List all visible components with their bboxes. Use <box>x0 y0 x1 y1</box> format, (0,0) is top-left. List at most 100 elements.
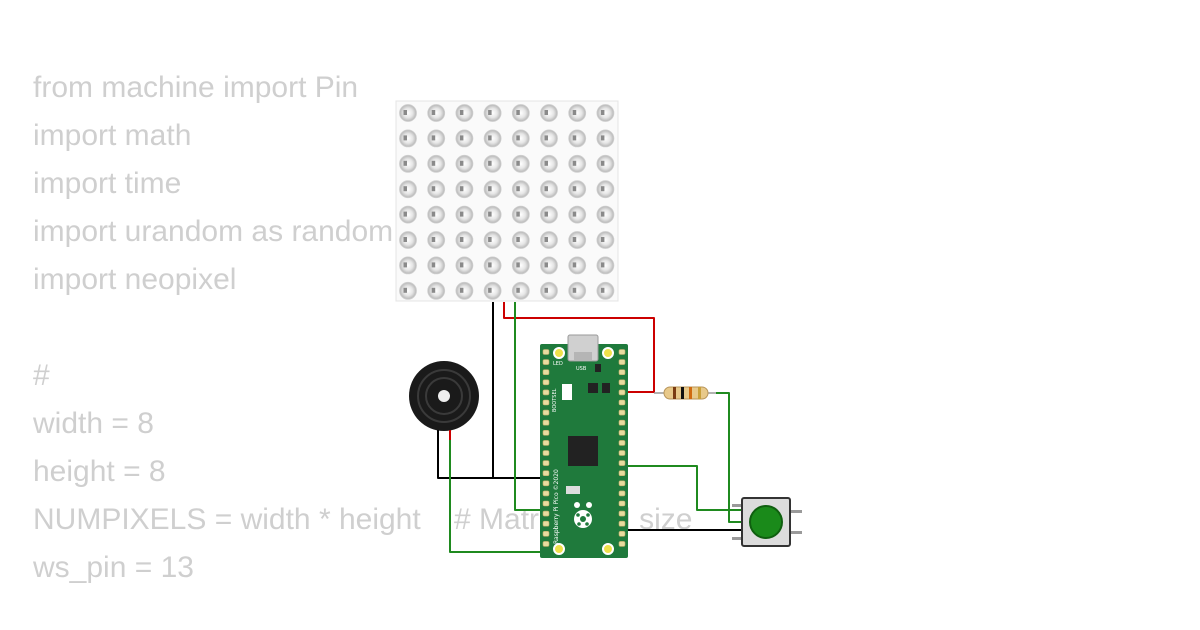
pin-right[interactable] <box>618 541 626 547</box>
pin-right[interactable] <box>618 379 626 386</box>
matrix-led <box>511 154 530 173</box>
led-chip <box>459 135 464 141</box>
code-line: from machine import Pin <box>33 71 359 104</box>
led-chip <box>431 110 436 115</box>
led-chip <box>459 262 464 268</box>
matrix-led <box>596 129 615 148</box>
pin-right[interactable] <box>618 440 626 446</box>
pin-right[interactable] <box>618 530 626 537</box>
matrix-led <box>511 205 530 224</box>
matrix-led <box>427 154 446 173</box>
pin-right[interactable] <box>618 369 626 376</box>
led-chip <box>544 237 548 242</box>
matrix-led <box>483 129 502 148</box>
pin-right[interactable] <box>618 460 626 466</box>
pin-right[interactable] <box>618 389 626 396</box>
led-chip <box>516 110 520 115</box>
led-label: LED <box>553 361 563 367</box>
pin-right[interactable] <box>618 470 626 477</box>
led-chip <box>459 160 464 166</box>
pin-left[interactable] <box>542 389 550 396</box>
pin-left[interactable] <box>542 440 550 446</box>
matrix-led <box>399 154 417 173</box>
led-chip <box>403 237 407 242</box>
pin-right[interactable] <box>618 490 626 497</box>
pin-left[interactable] <box>542 510 550 517</box>
pin-right[interactable] <box>618 500 626 507</box>
bootsel-label: BOOTSEL <box>552 388 558 412</box>
pin-left[interactable] <box>542 490 550 497</box>
pin-left[interactable] <box>542 379 550 386</box>
raspberry-pi-pico[interactable]: LED USB BOOTSEL Raspberry Pi Pico ©2020 <box>540 334 628 558</box>
matrix-led <box>399 180 417 199</box>
pin-right[interactable] <box>618 480 626 487</box>
button-cap[interactable] <box>749 505 783 539</box>
code-line: # <box>33 359 50 392</box>
led-chip <box>431 262 436 268</box>
wire-green-matrix <box>514 302 546 511</box>
led-chip <box>600 262 605 268</box>
led-chip <box>516 186 520 192</box>
pin-right[interactable] <box>618 359 626 365</box>
pin-left[interactable] <box>542 369 550 376</box>
led-chip <box>459 237 464 242</box>
pin-left[interactable] <box>542 530 550 537</box>
led-chip <box>600 287 605 293</box>
piezo-buzzer[interactable] <box>409 361 479 440</box>
pin-right[interactable] <box>618 419 626 426</box>
pin-right[interactable] <box>618 349 626 355</box>
matrix-led <box>427 256 446 275</box>
pin-left[interactable] <box>542 419 550 426</box>
pin-left[interactable] <box>542 359 550 365</box>
chip <box>602 383 610 393</box>
code-line: height = 8 <box>33 455 166 488</box>
led-chip <box>600 110 605 115</box>
led-chip <box>544 160 548 166</box>
pin-rows <box>542 349 626 547</box>
pin-right[interactable] <box>618 520 626 527</box>
code-line: import math <box>33 119 192 152</box>
led-chip <box>572 160 577 166</box>
matrix-led <box>596 231 615 249</box>
led-chip <box>459 287 464 293</box>
pin-left[interactable] <box>542 470 550 477</box>
matrix-led <box>540 154 558 173</box>
pin-left[interactable] <box>542 460 550 466</box>
pin-right[interactable] <box>618 429 626 436</box>
neopixel-matrix[interactable] <box>395 100 619 302</box>
matrix-led <box>511 104 530 122</box>
pin-left[interactable] <box>542 541 550 547</box>
pin-left[interactable] <box>542 450 550 456</box>
led-chip <box>544 110 548 115</box>
led-chip <box>459 110 464 115</box>
matrix-led <box>427 104 446 122</box>
pin-left[interactable] <box>542 500 550 507</box>
pin-left[interactable] <box>542 520 550 527</box>
matrix-led <box>568 154 587 173</box>
matrix-led <box>540 231 558 249</box>
led-chip <box>600 135 605 141</box>
matrix-led <box>511 231 530 249</box>
pin-left[interactable] <box>542 349 550 355</box>
matrix-led <box>568 231 587 249</box>
matrix-led <box>399 129 417 148</box>
pin-left[interactable] <box>542 399 550 406</box>
resistor[interactable] <box>654 386 716 400</box>
pin-right[interactable] <box>618 510 626 517</box>
matrix-led <box>427 129 446 148</box>
pin-right[interactable] <box>618 409 626 416</box>
matrix-led <box>483 154 502 173</box>
led-chip <box>431 211 436 217</box>
pin-right[interactable] <box>618 399 626 406</box>
pin-right[interactable] <box>618 450 626 456</box>
code-line: width = 8 <box>33 407 154 440</box>
pin-left[interactable] <box>542 429 550 436</box>
matrix-led <box>540 104 558 122</box>
led-chip <box>572 262 577 268</box>
pin-left[interactable] <box>542 409 550 416</box>
pushbutton[interactable] <box>732 497 802 547</box>
led-chip <box>488 160 492 166</box>
pin-left[interactable] <box>542 480 550 487</box>
led-chip <box>459 211 464 217</box>
matrix-led <box>399 231 417 249</box>
